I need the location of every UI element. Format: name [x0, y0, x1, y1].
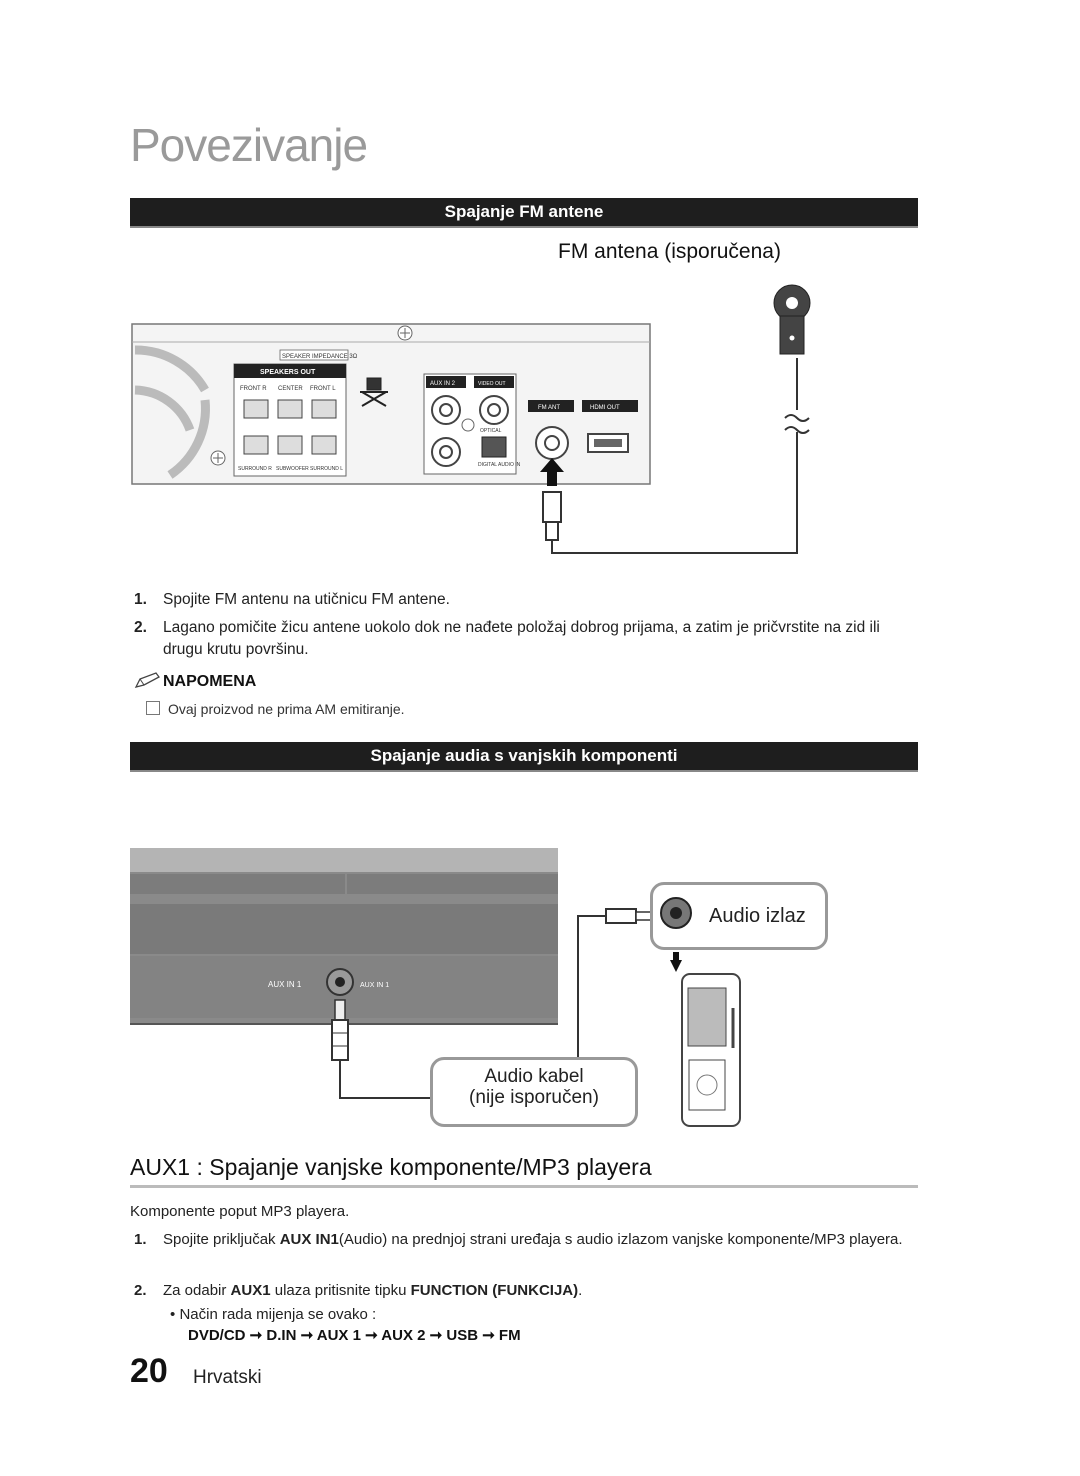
mode-bullet: • Način rada mijenja se ovako :	[170, 1306, 377, 1323]
page-language: Hrvatski	[193, 1367, 262, 1388]
insert-arrow-icon	[540, 458, 564, 486]
speaker-terminal	[243, 435, 269, 455]
aux-step-1: 1. Spojite priključak AUX IN1(Audio) na …	[134, 1231, 903, 1248]
fm-antenna-label: FM antena (isporučena)	[558, 240, 781, 263]
section-header-fm: Spajanje FM antene	[130, 198, 918, 228]
audio-cable-label: Audio kabel	[484, 1066, 584, 1087]
warning-icon	[360, 377, 388, 407]
speaker-terminal	[277, 435, 303, 455]
note-bullet-icon	[146, 701, 160, 715]
aux-in-2-label: AUX IN 2	[430, 381, 456, 387]
aux-step-2: 2. Za odabir AUX1 ulaza pritisnite tipku…	[134, 1282, 583, 1299]
front-l-label: FRONT L	[310, 386, 336, 392]
speaker-terminal	[311, 435, 337, 455]
page-title: Povezivanje	[130, 119, 368, 171]
aux1-title-rule	[130, 1185, 918, 1188]
fm-ant-label: FM ANT	[538, 405, 560, 411]
audio-out-jack-icon	[660, 897, 692, 929]
speaker-terminal	[243, 399, 269, 419]
aux-intro: Komponente poput MP3 playera.	[130, 1203, 350, 1220]
down-arrow-icon	[670, 952, 682, 972]
audio-cable	[339, 1060, 430, 1099]
speaker-impedance-label: SPEAKER IMPEDANCE 3Ω	[282, 354, 358, 360]
hdmi-out-label: HDMI OUT	[590, 405, 620, 411]
fm-ant-jack	[535, 426, 569, 460]
center-label: CENTER	[278, 386, 303, 392]
subwoofer-label: SUBWOOFER	[276, 466, 309, 472]
section-header-aux: Spajanje audia s vanjskih komponenti	[130, 742, 918, 772]
front-r-label: FRONT R	[240, 386, 267, 392]
fm-step-2: 2. Lagano pomičite žicu antene uokolo do…	[134, 619, 880, 658]
optical-label: OPTICAL	[480, 428, 502, 434]
fan-grille	[134, 345, 210, 479]
surround-l-label: SURROUND L	[310, 466, 343, 472]
mode-flow: DVD/CD ➞ D.IN ➞ AUX 1 ➞ AUX 2 ➞ USB ➞ FM	[188, 1327, 521, 1344]
note-pencil-icon	[134, 672, 160, 688]
fm-step-1: 1. Spojite FM antenu na utičnicu FM ante…	[134, 591, 450, 608]
page-number: 20	[130, 1352, 168, 1390]
note-text: Ovaj proizvod ne prima AM emitiranje.	[168, 701, 405, 717]
rca-jack	[431, 395, 509, 467]
aux-in-1-label-2: AUX IN 1	[360, 982, 389, 989]
surround-r-label: SURROUND R	[238, 466, 272, 472]
speaker-terminal	[311, 399, 337, 419]
fm-antenna-diagram: SPEAKER IMPEDANCE 3Ω SPEAKERS OUT FRONT …	[131, 284, 811, 554]
optical-port	[481, 436, 507, 458]
speaker-terminal	[277, 399, 303, 419]
audio-cable-callout: Audio kabel (nije isporučen)	[430, 1057, 638, 1127]
note-heading: NAPOMENA	[163, 673, 257, 690]
aux-in-1-label: AUX IN 1	[268, 980, 302, 989]
aux-plug	[331, 1019, 349, 1061]
aux-in-1-jack	[326, 968, 354, 996]
video-out-label: VIDEO OUT	[478, 381, 506, 387]
speakers-out-label: SPEAKERS OUT	[260, 369, 316, 376]
aux1-title: AUX1 : Spajanje vanjske komponente/MP3 p…	[130, 1154, 652, 1180]
antenna-wire	[551, 432, 798, 554]
digital-audio-in-label: DIGITAL AUDIO IN	[478, 462, 521, 468]
audio-out-label: Audio izlaz	[709, 905, 806, 927]
mp3-player	[681, 973, 741, 1127]
audio-cable-note: (nije isporučen)	[469, 1087, 599, 1108]
aux-connection-diagram: AUX IN 1 AUX IN 1	[130, 848, 741, 1127]
fm-connector	[542, 491, 562, 523]
